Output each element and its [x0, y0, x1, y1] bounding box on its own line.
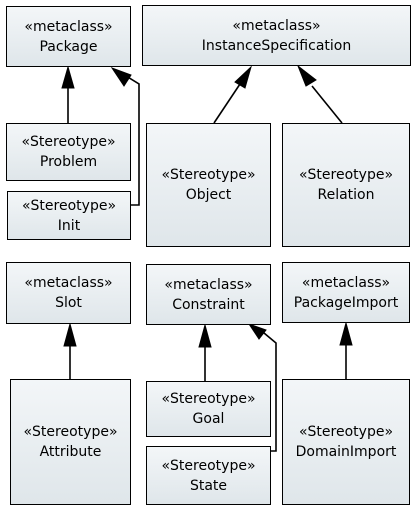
- edge-relation-instancespec: [311, 85, 343, 124]
- metaclass-instancespecification-box[interactable]: «metaclass» InstanceSpecification: [142, 5, 411, 66]
- stereotype-label: «metaclass»: [164, 276, 253, 293]
- stereotype-label: «Stereotype»: [298, 167, 394, 183]
- stereotype-label: «metaclass»: [24, 18, 113, 35]
- class-name: DomainImport: [295, 444, 397, 460]
- metaclass-package-box[interactable]: «metaclass» Package: [6, 6, 131, 67]
- stereotype-attribute-box[interactable]: «Stereotype» Attribute: [10, 379, 131, 505]
- stereotype-object-box[interactable]: «Stereotype» Object: [146, 123, 271, 247]
- metaclass-slot-box[interactable]: «metaclass» Slot: [6, 262, 131, 324]
- class-name: Goal: [192, 411, 225, 427]
- stereotype-label: «metaclass»: [232, 17, 321, 34]
- stereotype-domainimport-box[interactable]: «Stereotype» DomainImport: [282, 379, 410, 505]
- stereotype-label: «Stereotype»: [21, 134, 116, 150]
- stereotype-state-box[interactable]: «Stereotype» State: [146, 446, 271, 505]
- stereotype-label: «Stereotype»: [298, 424, 394, 440]
- class-name: Relation: [317, 187, 375, 203]
- arrowhead-object-instancespec: [234, 65, 252, 89]
- class-name: PackageImport: [293, 294, 399, 311]
- edge-object-instancespec: [213, 83, 241, 124]
- class-name: Constraint: [172, 296, 245, 313]
- stereotype-goal-box[interactable]: «Stereotype» Goal: [146, 381, 271, 437]
- arrowhead-domainimport-packageimport: [339, 321, 353, 346]
- class-name: Package: [39, 38, 98, 55]
- metaclass-packageimport-box[interactable]: «metaclass» PackageImport: [282, 262, 410, 323]
- stereotype-relation-box[interactable]: «Stereotype» Relation: [282, 123, 410, 247]
- arrowhead-problem-package: [61, 65, 75, 89]
- class-name: State: [189, 477, 228, 494]
- class-name: Attribute: [39, 444, 102, 460]
- class-name: Init: [57, 217, 81, 234]
- stereotype-label: «Stereotype»: [23, 424, 118, 440]
- stereotype-init-box[interactable]: «Stereotype» Init: [7, 191, 131, 240]
- stereotype-label: «Stereotype»: [161, 167, 256, 183]
- arrowhead-goal-constraint: [198, 323, 212, 348]
- stereotype-problem-box[interactable]: «Stereotype» Problem: [6, 123, 131, 181]
- class-name: InstanceSpecification: [201, 37, 352, 54]
- arrowhead-relation-instancespec: [296, 64, 317, 87]
- stereotype-label: «Stereotype»: [21, 197, 117, 214]
- stereotype-label: «metaclass»: [24, 275, 113, 291]
- metaclass-constraint-box[interactable]: «metaclass» Constraint: [146, 264, 271, 325]
- stereotype-label: «metaclass»: [301, 274, 391, 291]
- arrowhead-attribute-slot: [63, 322, 77, 347]
- stereotype-label: «Stereotype»: [161, 391, 256, 407]
- class-name: Slot: [55, 295, 82, 311]
- stereotype-label: «Stereotype»: [161, 457, 256, 474]
- class-name: Problem: [39, 154, 98, 170]
- arrowhead-state-constraint: [247, 323, 267, 340]
- class-name: Object: [185, 187, 232, 203]
- arrowhead-init-package: [110, 67, 132, 87]
